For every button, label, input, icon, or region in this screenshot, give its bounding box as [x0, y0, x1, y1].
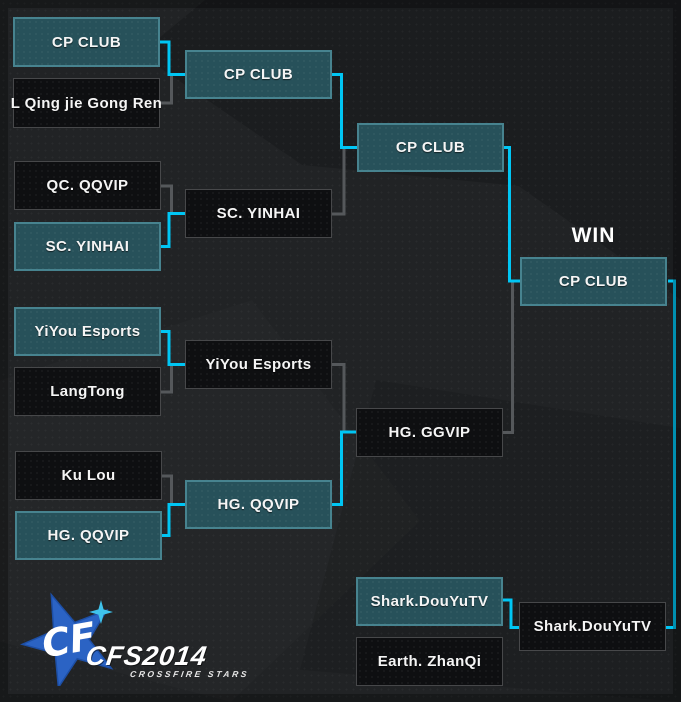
- r1-sc-yinhai: SC. YINHAI: [14, 222, 161, 271]
- team-label: CP CLUB: [51, 33, 122, 51]
- logo-title: CFS2014: [83, 641, 210, 671]
- crossfire-star-logo: CF: [20, 592, 114, 686]
- champion-cp-club: CP CLUB: [520, 257, 667, 306]
- cfs2014-logo: CF CFS2014 CROSSFIRE STARS: [20, 583, 270, 693]
- r2-hg-qqvip: HG. QQVIP: [185, 480, 332, 529]
- win-label: WIN: [571, 224, 616, 247]
- blue-star-icon: [20, 592, 114, 686]
- cf-monogram: CF: [39, 614, 100, 667]
- team-label: Shark.DouYuTV: [370, 593, 489, 610]
- logo-subtitle: CROSSFIRE STARS: [129, 669, 250, 679]
- connector-winner: [162, 503, 185, 537]
- connector-loser: [160, 184, 173, 214]
- connector-winner: [160, 330, 185, 366]
- team-label: YiYou Esports: [34, 323, 141, 340]
- r2-sc-yinhai: SC. YINHAI: [185, 189, 332, 238]
- connector-winner: [502, 146, 520, 283]
- connector-loser: [162, 474, 173, 505]
- r3-cp-club: CP CLUB: [357, 123, 504, 172]
- r2-cp-club: CP CLUB: [185, 50, 332, 99]
- connector-winner: [331, 430, 357, 506]
- showmatch-shark-douyutv: Shark.DouYuTV: [356, 577, 503, 626]
- cyan-sparkle-icon: [89, 600, 113, 624]
- team-label: Earth. ZhanQi: [377, 653, 482, 670]
- r1-yiyou-esports: YiYou Esports: [14, 307, 161, 356]
- connector-winner: [503, 598, 519, 629]
- team-label: SC. YINHAI: [45, 238, 130, 255]
- connector-winner: [666, 279, 676, 629]
- team-label: HG. QQVIP: [217, 496, 300, 513]
- r1-qc-qqvip: QC. QQVIP: [14, 161, 161, 210]
- connector-winner: [160, 212, 185, 248]
- team-label: Ku Lou: [61, 467, 116, 484]
- r1-langtong: LangTong: [14, 367, 161, 416]
- connector-winner: [160, 40, 185, 76]
- connector-loser: [160, 74, 173, 105]
- r1-cp-club: CP CLUB: [13, 17, 160, 67]
- connector-loser: [160, 364, 173, 394]
- team-label: CP CLUB: [558, 273, 629, 290]
- r3-hg-ggvip: HG. GGVIP: [356, 408, 503, 457]
- showmatch-winner-shark-douyutv: Shark.DouYuTV: [519, 602, 666, 651]
- team-label: CP CLUB: [395, 139, 466, 156]
- connector-loser: [331, 148, 346, 216]
- team-label: CP CLUB: [223, 66, 294, 83]
- connector-loser: [502, 282, 514, 434]
- team-label: HG. GGVIP: [388, 424, 471, 441]
- r1-hg-qqvip: HG. QQVIP: [15, 511, 162, 560]
- team-label: YiYou Esports: [205, 356, 312, 373]
- showmatch-earth-zhanqi: Earth. ZhanQi: [356, 637, 503, 686]
- r1-l-qing-jie-gong-ren: L Qing jie Gong Ren: [10, 78, 163, 128]
- connector-winner: [331, 73, 357, 149]
- r1-ku-lou: Ku Lou: [15, 451, 162, 500]
- connector-loser: [331, 363, 346, 431]
- team-label: QC. QQVIP: [46, 177, 129, 194]
- r2-yiyou-esports: YiYou Esports: [185, 340, 332, 389]
- team-label: HG. QQVIP: [47, 527, 130, 544]
- team-label: Shark.DouYuTV: [533, 618, 652, 635]
- team-label: SC. YINHAI: [216, 205, 301, 222]
- team-label: L Qing jie Gong Ren: [10, 94, 163, 112]
- team-label: LangTong: [50, 383, 125, 400]
